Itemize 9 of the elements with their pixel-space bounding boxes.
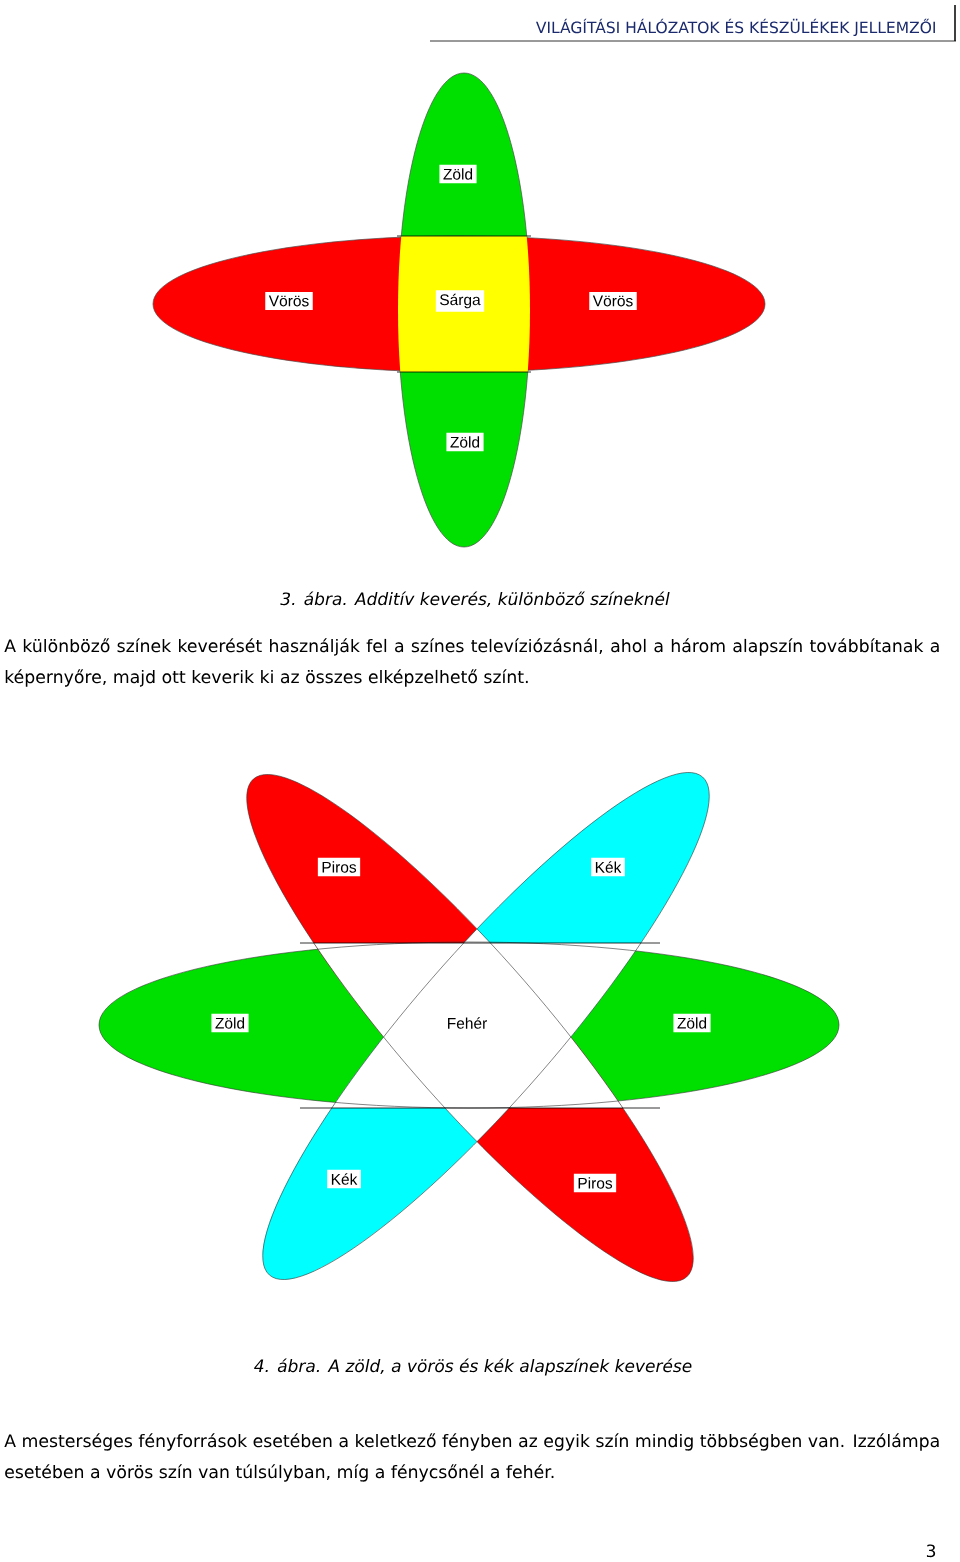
figure-caption: 3. ábra. Additív keverés, különböző színeknél	[280, 591, 670, 607]
color-label: Sárga	[435, 290, 485, 312]
color-label: Vörös	[589, 292, 637, 310]
figure-caption: 4. ábra. A zöld, a vörös és kék alapszínek keverése	[254, 1358, 692, 1376]
page-number: 3	[926, 1544, 936, 1558]
paragraph: A különböző színek keverését használják fel a színes televíziózásnál, ahol a három alapszín továbbítanak a képernyőre, majd ott keverik ki az összes elképzelhető színt.	[4, 638, 939, 687]
header: VILÁGÍTÁSI HÁLÓZATOK ÉS KÉSZÜLÉKEK JELLEMZŐI	[536, 18, 935, 37]
paragraph: A mesterséges fényforrások esetében a keletkező fényben az egyik szín mindig többségben van. Izzólámpa esetében a vörös szín van túlsúlyban, míg a fénycsőnél a fehér.	[4, 1433, 939, 1482]
color-label: Vörös	[265, 292, 313, 310]
